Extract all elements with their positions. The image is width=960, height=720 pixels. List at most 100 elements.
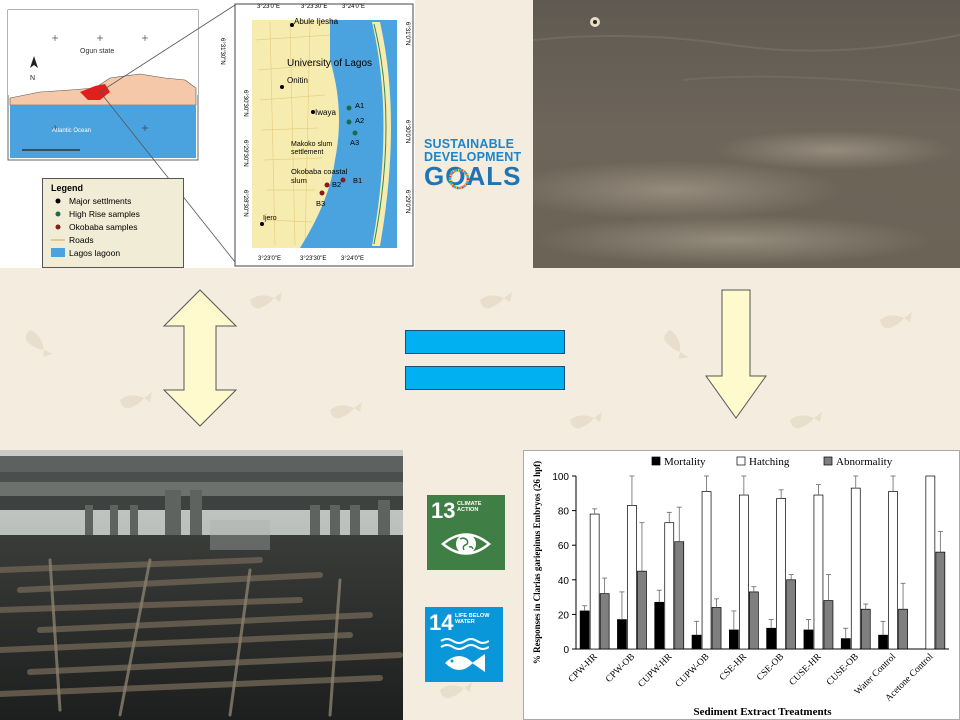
bridge-image [0,450,403,720]
water-swatch-icon [51,248,65,257]
map-label-ogun: Ogun state [80,48,115,55]
chart-bar-mortality [803,629,814,650]
coord-right-1: 6°31'0"N [404,22,410,46]
y-tick-label: 40 [558,576,570,587]
sample-label-b3: B3 [316,199,326,208]
x-tick-label: CSE-OB [755,652,786,683]
map-graphic: N [7,3,414,267]
chart-bar-hatching [850,487,861,650]
legend-item: Roads [51,234,183,245]
dot-icon [51,197,65,205]
coord-right-2: 6°30'0"N [404,120,410,144]
y-axis-label: % Responses in Clarias gariepinus Embryo… [532,461,542,664]
map-legend: Legend Major settlments High Rise sample… [42,178,184,268]
sdg-logo-line2: DEVELOPMENT [424,149,522,164]
coord-top-2: 3°23'30"E [301,4,328,10]
sdg-wheel-icon [448,168,470,190]
fish-waves-icon [440,638,489,672]
coord-left-1: 6°31'30"N [219,38,225,65]
chart-bar-abnormality [711,607,722,650]
goal-14-text: LIFE BELOW WATER [455,613,490,626]
chart-bar-mortality [840,638,851,650]
sdg-logo: SUSTAINABLE DEVELOPMENT GOALS [424,138,524,196]
goal-13-number: 13 [431,498,456,523]
y-tick-label: 80 [558,507,570,518]
legend-item: Major settlments [51,195,183,206]
map-label-unilag: University of Lagos [287,58,373,69]
legend-title: Legend [51,183,84,193]
chart-bar-abnormality [786,579,796,650]
chart-bar-abnormality [599,593,610,650]
map-label-abule-ijesha: Abule Ijesha [294,17,339,26]
legend-label: Major settlments [69,195,132,206]
sdg-goal-13-tile: 13 CLIMATE ACTION [427,495,505,570]
dot-icon [51,223,65,231]
legend-item: Lagos lagoon [51,247,183,258]
y-tick-label: 100 [552,472,569,483]
water-surface-image [533,0,960,268]
x-tick-label: CPW-HR [567,652,600,685]
x-tick-label: CUPW-OB [674,652,712,690]
chart-bar-abnormality [823,600,834,650]
chart-bar-mortality [617,619,627,650]
svg-text:N: N [30,75,35,82]
chart-bar-hatching [664,522,675,650]
coord-bottom-1: 3°23'0"E [258,256,282,262]
equals-bar-bottom [405,366,565,390]
chart-bar-abnormality [898,608,908,650]
x-tick-label: CUSE-HR [788,652,824,688]
legend-label: Lagos lagoon [69,247,121,258]
double-arrow-icon [162,289,238,427]
sample-label-a1: A1 [355,101,365,110]
legend-swatch [736,456,746,466]
chart-bar-mortality [766,627,776,650]
legend-swatch [651,456,661,466]
down-arrow-icon [705,289,767,419]
chart-bar-mortality [579,610,590,650]
legend-item: High Rise samples [51,208,183,219]
coord-left-3: 6°29'30"N [242,140,248,167]
chart-bar-abnormality [860,608,871,650]
chart-bar-hatching [739,494,749,650]
legend-label: Okobaba samples [69,221,138,232]
sample-label-b1: B1 [353,176,363,185]
dot-icon [51,210,65,218]
legend-label: Mortality [664,456,706,468]
x-tick-label: CUSE-OB [825,652,861,688]
chart-bar-abnormality [637,570,647,650]
road-line-icon [51,237,65,243]
coord-right-3: 6°29'0"N [404,190,410,214]
coord-top-3: 3°24'0"E [342,4,366,10]
coord-bottom-2: 3°23'30"E [300,256,327,262]
sample-label-a2: A2 [355,116,365,125]
sdg-logo-line1: SUSTAINABLE [424,137,515,151]
chart-bar-abnormality [749,591,759,650]
earth-eye-icon [441,533,491,555]
y-tick-label: 20 [558,610,570,621]
y-tick-label: 0 [563,645,569,656]
chart-bar-mortality [691,634,702,650]
map-label-onitin: Onitin [287,76,308,85]
sdg-logo-line3: GOALS [424,161,522,191]
chart-bar-abnormality [674,541,685,650]
map-label-atlantic: Atlantic Ocean [52,128,92,134]
sample-label-a3: A3 [350,138,360,147]
x-tick-label: CSE-HR [718,652,749,683]
legend-swatch [823,456,833,466]
chart-bar-mortality [878,634,888,650]
equals-bar-top [405,330,565,354]
chart-bar-hatching [589,513,600,650]
coord-left-2: 6°30'30"N [242,90,248,117]
sample-label-b2: B2 [332,180,342,189]
chart-bar-hatching [925,475,936,650]
legend-item: Okobaba samples [51,221,183,232]
map-label-makoko: Makoko slum settlement [291,141,333,157]
chart-bar-hatching [701,491,712,650]
study-area-map: N Ogun state Atlantic Ocean Abule Ijesha… [0,0,415,268]
chart-bar-mortality [654,601,665,650]
coord-left-4: 6°28'30"N [242,190,248,217]
legend-label: Roads [69,234,94,245]
goal-14-number: 14 [429,610,454,635]
legend-label: High Rise samples [69,208,140,219]
